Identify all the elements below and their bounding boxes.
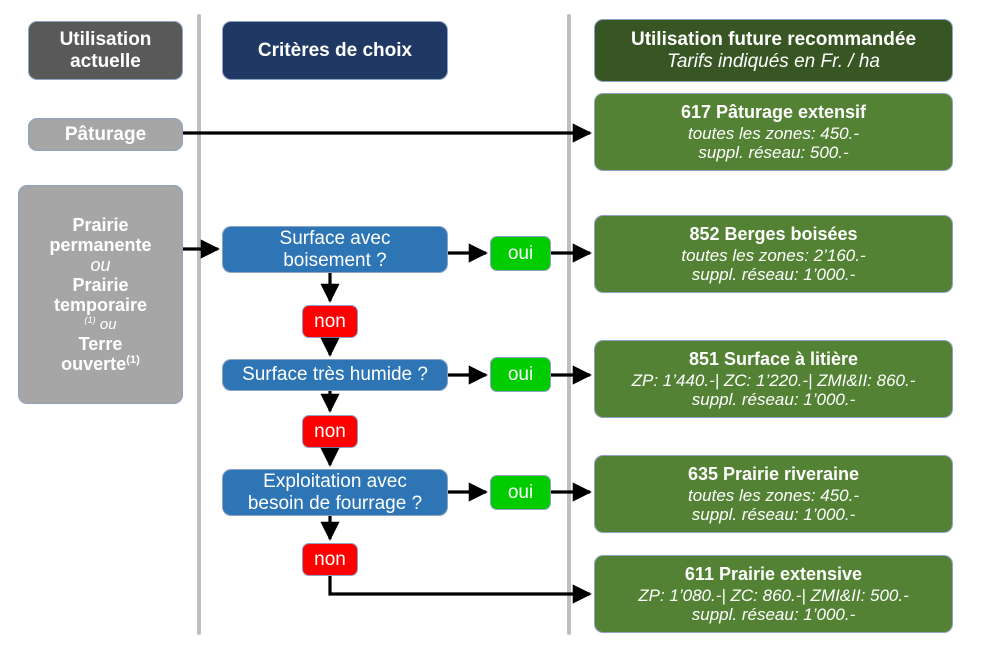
header-current-use: Utilisation actuelle bbox=[28, 21, 183, 80]
result-635-title: 635 Prairie riveraine bbox=[687, 464, 860, 485]
result-611-title: 611 Prairie extensive bbox=[684, 564, 863, 585]
node-prairie-line-2: permanente bbox=[49, 234, 152, 255]
tag-non-humide: non bbox=[302, 415, 358, 448]
tag-non-fourrage-label: non bbox=[314, 548, 346, 570]
result-851-line2: suppl. réseau: 1’000.- bbox=[691, 389, 856, 409]
result-617-title: 617 Pâturage extensif bbox=[680, 102, 867, 123]
node-prairie-line-6: (1) ou bbox=[84, 315, 117, 334]
node-prairie-line-3: ou bbox=[90, 254, 111, 275]
tag-non-boisement-label: non bbox=[314, 310, 346, 332]
result-635-line2: suppl. réseau: 1’000.- bbox=[691, 504, 856, 524]
tag-oui-humide-label: oui bbox=[507, 363, 534, 385]
result-617-line1: toutes les zones: 450.- bbox=[687, 123, 860, 143]
result-852-title: 852 Berges boisées bbox=[689, 224, 858, 245]
header-recommended: Utilisation future recommandée Tarifs in… bbox=[594, 19, 953, 82]
node-prairie-line-8: ouverte(1) bbox=[61, 354, 140, 375]
header-current-use-line2: actuelle bbox=[70, 50, 141, 72]
result-635[interactable]: 635 Prairie riveraine toutes les zones: … bbox=[594, 455, 953, 533]
result-851[interactable]: 851 Surface à litière ZP: 1’440.-| ZC: 1… bbox=[594, 340, 953, 418]
decision-boisement-line2: boisement ? bbox=[283, 249, 387, 271]
decision-fourrage-line1: Exploitation avec bbox=[263, 471, 407, 493]
result-611-line1: ZP: 1’080.-| ZC: 860.-| ZMI&II: 500.- bbox=[638, 585, 909, 605]
tag-oui-fourrage-label: oui bbox=[507, 481, 534, 503]
node-prairie-line-4: Prairie bbox=[72, 275, 129, 296]
decision-fourrage[interactable]: Exploitation avec besoin de fourrage ? bbox=[222, 469, 448, 516]
node-prairie-line-1: Prairie bbox=[72, 214, 129, 235]
header-recommended-title: Utilisation future recommandée bbox=[630, 29, 917, 51]
decision-humide[interactable]: Surface très humide ? bbox=[222, 359, 448, 391]
tag-oui-humide: oui bbox=[490, 357, 551, 392]
arrow-non-to-611 bbox=[328, 576, 592, 604]
header-criteria: Critères de choix bbox=[222, 21, 448, 80]
node-prairie-line-7: Terre bbox=[78, 334, 123, 355]
result-852[interactable]: 852 Berges boisées toutes les zones: 2’1… bbox=[594, 215, 953, 293]
tag-oui-boisement: oui bbox=[490, 236, 551, 271]
decision-humide-line1: Surface très humide ? bbox=[242, 364, 428, 386]
tag-non-boisement: non bbox=[302, 305, 358, 338]
node-paturage-label: Pâturage bbox=[64, 123, 147, 145]
node-prairie-terre[interactable]: Prairie permanente ou Prairie temporaire… bbox=[18, 185, 183, 404]
decision-boisement-line1: Surface avec bbox=[279, 228, 391, 250]
node-prairie-line-5: temporaire bbox=[53, 295, 148, 316]
header-current-use-line1: Utilisation bbox=[59, 29, 152, 51]
result-852-line1: toutes les zones: 2’160.- bbox=[681, 245, 866, 265]
node-paturage[interactable]: Pâturage bbox=[28, 118, 183, 151]
column-divider-left bbox=[197, 14, 201, 635]
tag-oui-fourrage: oui bbox=[490, 475, 551, 510]
result-611-line2: suppl. réseau: 1’000.- bbox=[691, 604, 856, 624]
result-635-line1: toutes les zones: 450.- bbox=[687, 485, 860, 505]
result-611[interactable]: 611 Prairie extensive ZP: 1’080.-| ZC: 8… bbox=[594, 555, 953, 633]
result-617-line2: suppl. réseau: 500.- bbox=[698, 142, 849, 162]
tag-non-fourrage: non bbox=[302, 543, 358, 576]
result-617[interactable]: 617 Pâturage extensif toutes les zones: … bbox=[594, 93, 953, 171]
tag-non-humide-label: non bbox=[314, 420, 346, 442]
header-criteria-label: Critères de choix bbox=[257, 39, 413, 61]
header-recommended-subtitle: Tarifs indiqués en Fr. / ha bbox=[667, 50, 880, 72]
decision-boisement[interactable]: Surface avec boisement ? bbox=[222, 226, 448, 273]
tag-oui-boisement-label: oui bbox=[507, 242, 534, 264]
result-851-line1: ZP: 1’440.-| ZC: 1’220.-| ZMI&II: 860.- bbox=[631, 370, 916, 390]
result-851-title: 851 Surface à litière bbox=[688, 349, 859, 370]
result-852-line2: suppl. réseau: 1’000.- bbox=[691, 264, 856, 284]
decision-fourrage-line2: besoin de fourrage ? bbox=[247, 492, 423, 514]
column-divider-right bbox=[567, 14, 571, 635]
